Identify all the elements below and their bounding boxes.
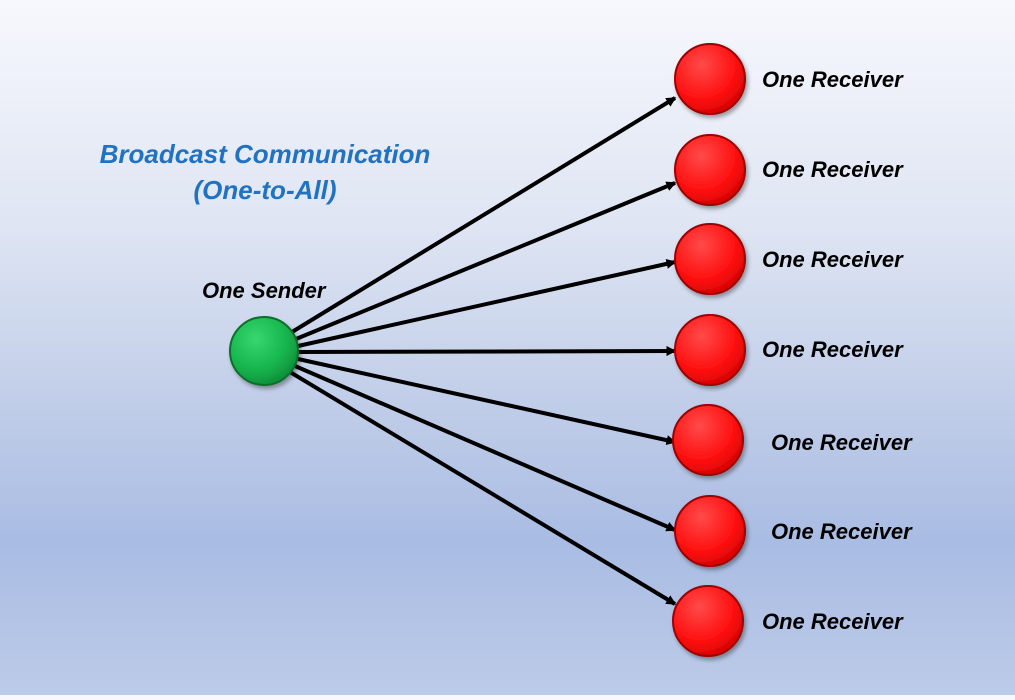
arrow-to-receiver-4 [298,346,677,357]
receiver-node-icon [674,134,746,206]
receiver-node-icon [674,495,746,567]
receiver-label-3: One Receiver [762,247,903,272]
sender-label: One Sender [202,278,326,303]
receiver-node-icon [672,585,744,657]
diagram-title-line-2: (One-to-All) [193,175,337,205]
arrow-to-receiver-2 [295,181,677,341]
receiver-label-5: One Receiver [771,430,912,455]
arrow-to-receiver-1 [290,96,677,334]
arrow-to-receiver-7 [288,370,677,606]
receiver-node-icon [674,43,746,115]
receiver-node-group [672,43,746,657]
receiver-node-icon [674,314,746,386]
diagram-title-line-1: Broadcast Communication [99,139,431,169]
arrow-to-receiver-3 [297,258,677,348]
arrow-to-receiver-5 [297,357,677,446]
receiver-node-icon [672,404,744,476]
receiver-node-icon [674,223,746,295]
receiver-label-7: One Receiver [762,609,903,634]
receiver-label-1: One Receiver [762,67,903,92]
receiver-label-4: One Receiver [762,337,903,362]
receiver-label-2: One Receiver [762,157,903,182]
diagram-title: Broadcast Communication (One-to-All) [70,136,460,208]
arrow-group [288,96,677,606]
sender-node-icon [229,316,299,386]
arrow-to-receiver-6 [294,364,677,532]
receiver-label-6: One Receiver [771,519,912,544]
